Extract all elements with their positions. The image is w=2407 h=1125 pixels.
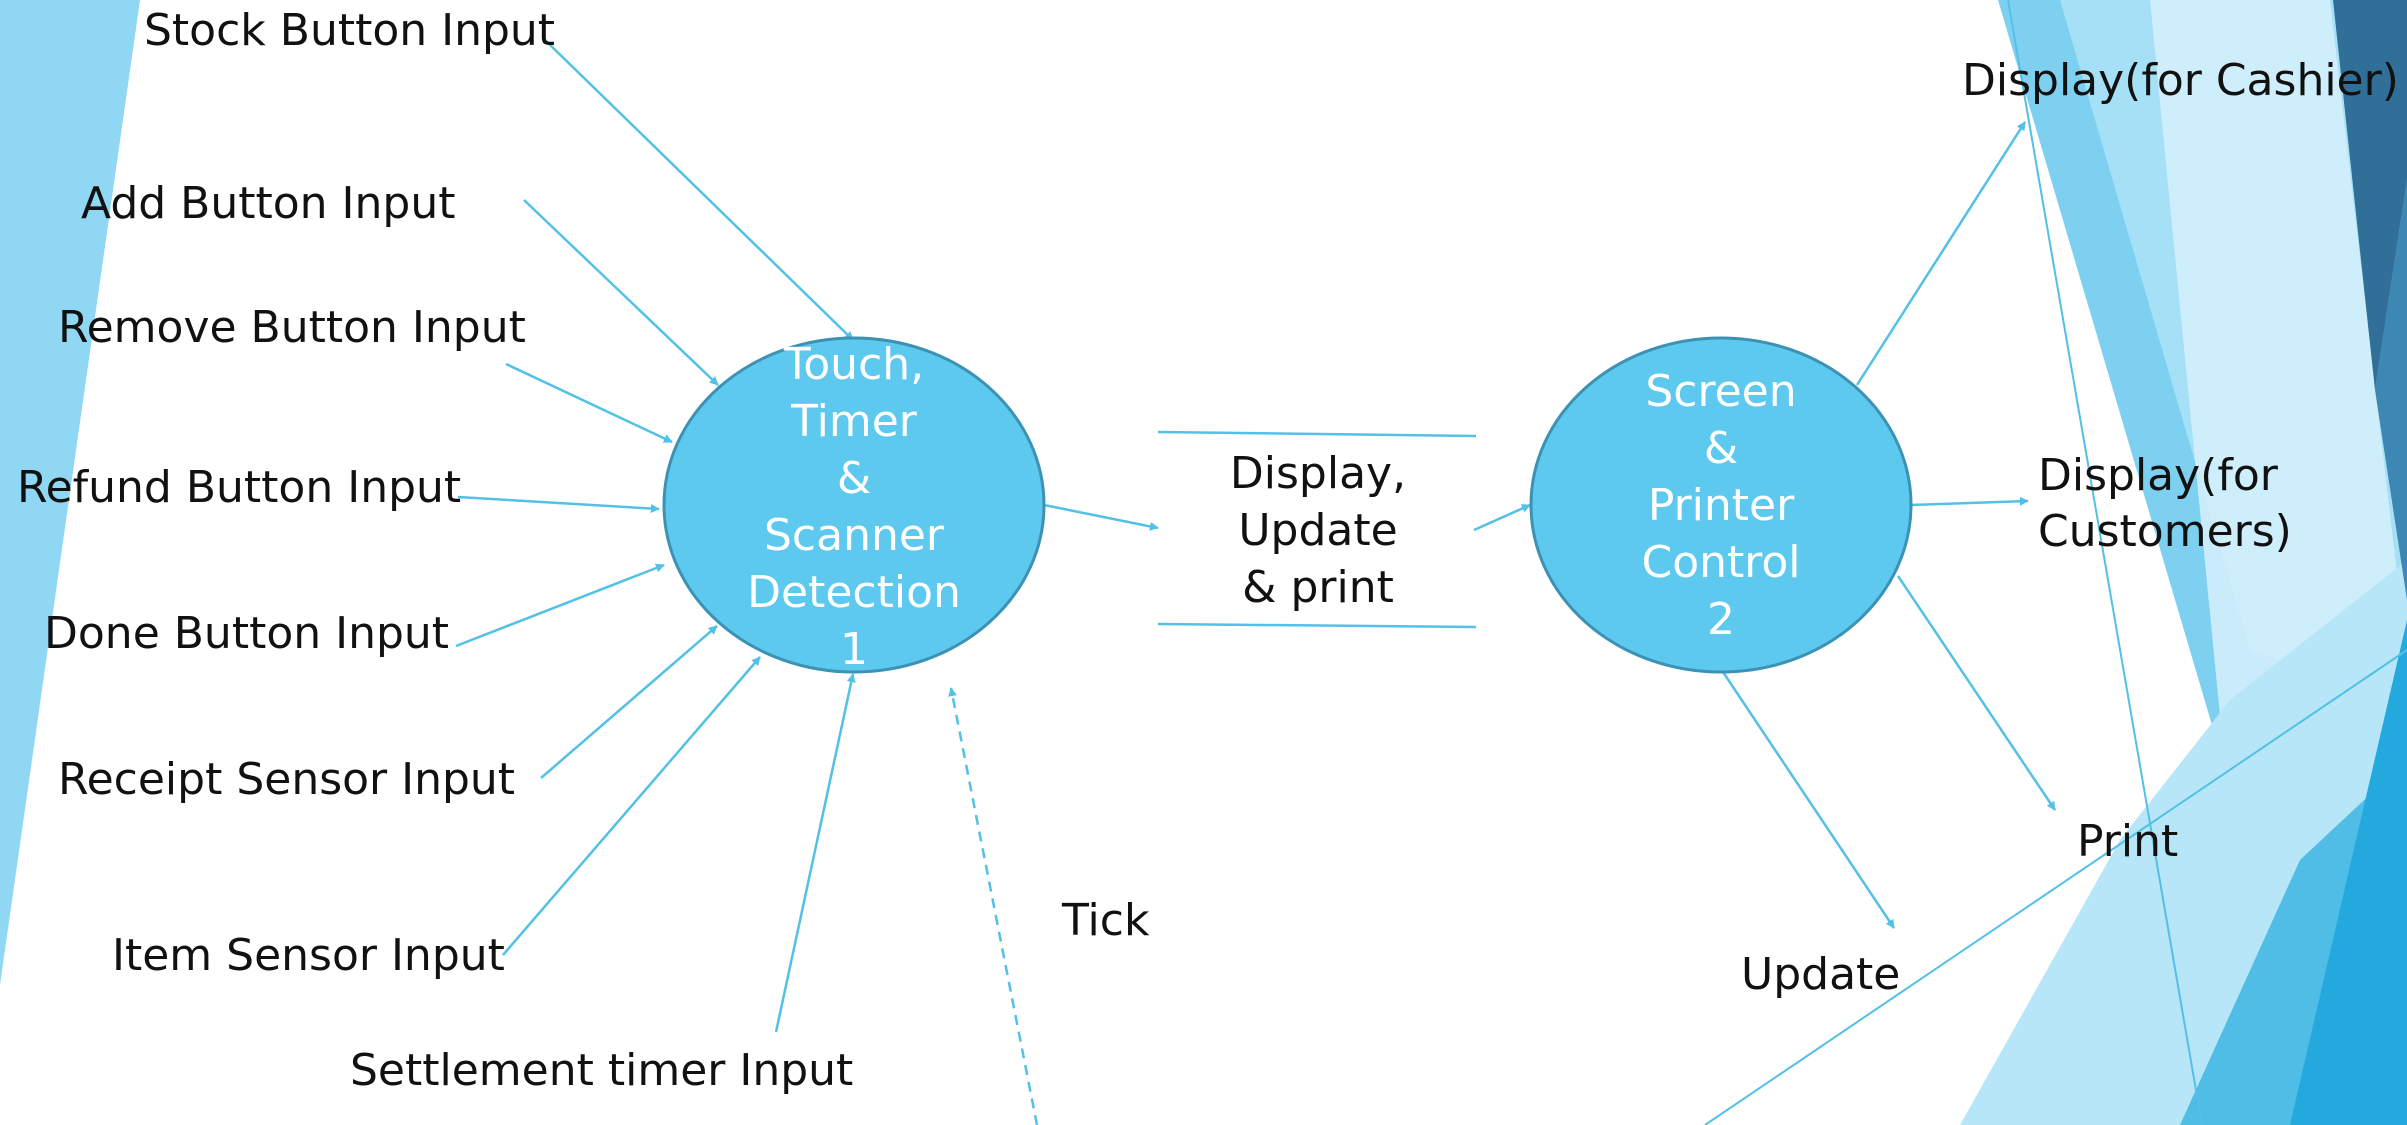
left-accent-shape <box>0 0 140 985</box>
input-stock-button: Stock Button Input <box>144 5 556 56</box>
process-1-bubble <box>662 336 1046 674</box>
input-add-button: Add Button Input <box>81 178 456 229</box>
output-display-customers: Display(for Customers) <box>2038 450 2292 557</box>
arrow-to-update <box>1721 671 1896 929</box>
tick-label: Tick <box>1062 895 1150 946</box>
process-2-bubble <box>1529 336 1913 674</box>
output-display-cashier: Display(for Cashier) <box>1962 55 2399 106</box>
arrow-add <box>523 199 719 386</box>
arrow-item <box>502 656 761 956</box>
output-print: Print <box>2077 816 2179 867</box>
arrow-tick <box>948 687 1039 1125</box>
arrow-settlement <box>774 673 856 1033</box>
input-remove-button: Remove Button Input <box>58 302 526 353</box>
arrow-to-customers <box>1910 496 2029 507</box>
right-shape-8 <box>2375 180 2407 600</box>
input-settlement-timer: Settlement timer Input <box>350 1045 854 1096</box>
input-receipt-sensor: Receipt Sensor Input <box>58 754 516 805</box>
arrow-refund <box>457 495 660 514</box>
data-store-top-line <box>1157 430 1477 438</box>
input-refund-button: Refund Button Input <box>17 462 462 513</box>
output-arrows <box>1721 121 2057 929</box>
flow-connectors <box>1043 430 1531 629</box>
arrow-done <box>455 563 665 648</box>
arrow-stock <box>544 39 854 341</box>
arrow-store-to-p2 <box>1473 503 1531 532</box>
data-flow-label: Display, Update & print <box>1229 448 1407 613</box>
right-shape-6 <box>2290 620 2407 1125</box>
process-1-label: Touch, Timer & Scanner Detection 1 <box>747 339 961 675</box>
output-update: Update <box>1741 949 1901 1000</box>
input-done-button: Done Button Input <box>44 608 450 659</box>
arrow-receipt <box>540 625 718 779</box>
process-2-label: Screen & Printer Control 2 <box>1641 366 1801 645</box>
right-shape-7 <box>2333 0 2407 390</box>
right-thin-line-1 <box>2007 0 2203 1125</box>
arrow-to-cashier <box>1855 121 2027 386</box>
arrow-remove <box>505 362 673 444</box>
arrow-to-print <box>1896 575 2057 811</box>
arrow-p1-to-store <box>1043 503 1159 531</box>
input-arrows <box>455 39 1039 1125</box>
data-store-bottom-line <box>1157 622 1477 629</box>
right-thin-line-2 <box>1704 649 2407 1125</box>
input-item-sensor: Item Sensor Input <box>112 930 505 981</box>
